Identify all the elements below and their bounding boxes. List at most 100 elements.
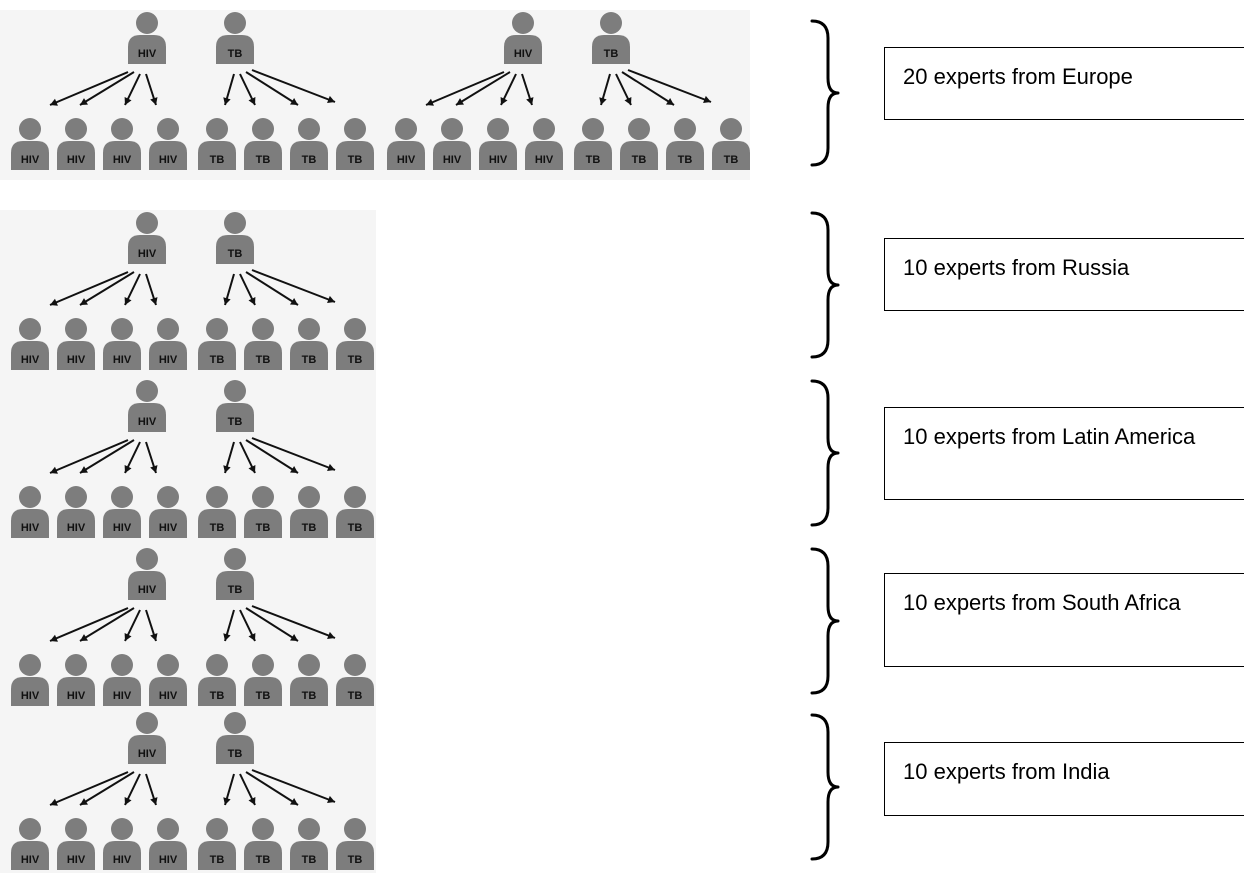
person-head (19, 818, 41, 840)
role-label: TB (302, 690, 317, 702)
person-head (19, 318, 41, 340)
role-label: TB (256, 854, 271, 866)
group-label-text: 10 experts from Latin America (903, 424, 1196, 449)
expert-hiv: HIV (103, 654, 141, 706)
person-head (111, 118, 133, 140)
role-label: TB (348, 690, 363, 702)
person-head (224, 12, 246, 34)
person-head (298, 654, 320, 676)
role-label: TB (228, 584, 243, 596)
person-body (216, 235, 254, 264)
arrow (124, 441, 141, 474)
expert-tb: TB (290, 654, 328, 706)
expert-hiv: HIV (103, 118, 141, 170)
person-body (244, 677, 282, 706)
arrow (239, 273, 256, 306)
lead-expert-hiv: HIV (128, 12, 166, 64)
role-label: TB (210, 154, 225, 166)
person-body (290, 677, 328, 706)
arrow (79, 71, 135, 106)
expert-tb: TB (666, 118, 704, 170)
arrow (124, 773, 141, 806)
role-label: HIV (138, 48, 157, 60)
role-label: HIV (138, 416, 157, 428)
person-head (224, 548, 246, 570)
person-head (19, 654, 41, 676)
person-head (157, 118, 179, 140)
arrow (145, 609, 158, 642)
arrow (251, 269, 336, 304)
expert-tb: TB (712, 118, 750, 170)
person-body (149, 841, 187, 870)
arrow (79, 271, 135, 306)
expert-tb: TB (336, 486, 374, 538)
brace-south-africa (810, 547, 840, 695)
role-label: HIV (67, 522, 86, 534)
expert-hiv: HIV (11, 654, 49, 706)
lead-expert-tb: TB (216, 212, 254, 264)
role-label: HIV (138, 748, 157, 760)
expert-tb: TB (198, 818, 236, 870)
person-body (290, 509, 328, 538)
person-body (244, 341, 282, 370)
arrow (627, 69, 712, 104)
expert-hiv: HIV (479, 118, 517, 170)
person-body (666, 141, 704, 170)
person-head (441, 118, 463, 140)
arrow (599, 73, 611, 106)
person-body (216, 735, 254, 764)
person-body (57, 141, 95, 170)
role-label: HIV (21, 522, 40, 534)
person-head (582, 118, 604, 140)
person-head (65, 486, 87, 508)
person-head (65, 818, 87, 840)
expert-hiv: HIV (149, 818, 187, 870)
expert-hiv: HIV (387, 118, 425, 170)
person-body (149, 341, 187, 370)
role-label: HIV (443, 154, 462, 166)
person-head (533, 118, 555, 140)
arrow (49, 607, 129, 642)
arrow (239, 609, 256, 642)
expert-tb: TB (574, 118, 612, 170)
person-head (136, 212, 158, 234)
role-label: TB (228, 416, 243, 428)
arrow (245, 771, 299, 806)
arrow (621, 71, 675, 106)
arrow (223, 441, 235, 474)
person-head (344, 118, 366, 140)
person-body (103, 509, 141, 538)
person-body (592, 35, 630, 64)
person-body (57, 677, 95, 706)
arrow (124, 73, 141, 106)
person-head (206, 818, 228, 840)
lead-expert-hiv: HIV (128, 212, 166, 264)
arrow (79, 439, 135, 474)
person-head (206, 118, 228, 140)
role-label: HIV (159, 522, 178, 534)
person-head (252, 318, 274, 340)
person-head (65, 118, 87, 140)
person-body (11, 677, 49, 706)
arrow (223, 773, 235, 806)
role-label: HIV (67, 854, 86, 866)
person-head (224, 212, 246, 234)
person-body (198, 509, 236, 538)
brace-europe (810, 19, 840, 167)
group-label-text: 20 experts from Europe (903, 64, 1133, 89)
person-head (298, 818, 320, 840)
expert-tb: TB (336, 318, 374, 370)
person-head (111, 318, 133, 340)
brace-india (810, 713, 840, 861)
role-label: HIV (514, 48, 533, 60)
person-body (336, 841, 374, 870)
person-head (252, 486, 274, 508)
person-body (620, 141, 658, 170)
arrow (251, 437, 336, 472)
person-head (298, 118, 320, 140)
person-body (198, 341, 236, 370)
expert-tb: TB (290, 818, 328, 870)
